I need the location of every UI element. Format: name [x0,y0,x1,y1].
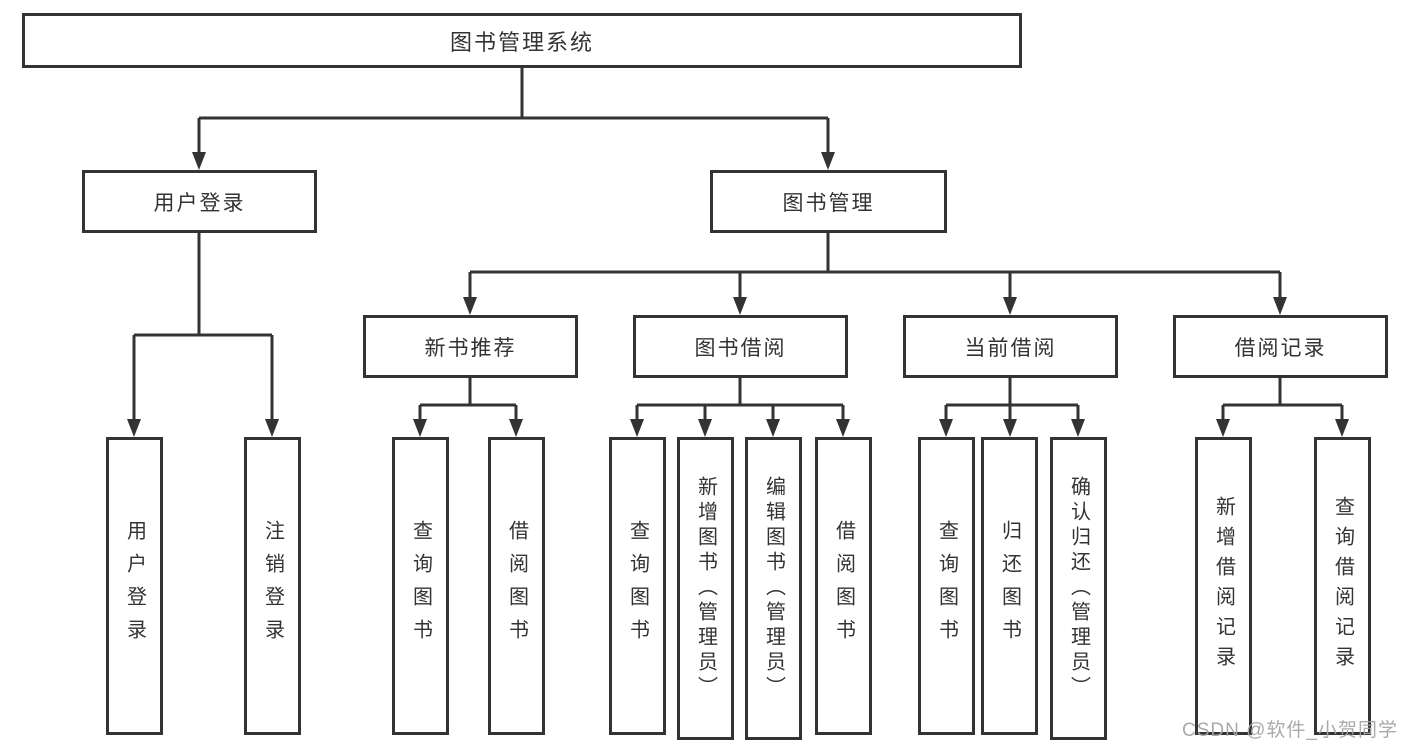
leaf-add-borrow-record: 新增借阅记录 [1195,437,1252,735]
leaf-query-books-recommend: 查询图书 [392,437,449,735]
leaf-query-borrow-record: 查询借阅记录 [1314,437,1371,735]
node-label: 图书管理 [782,191,875,215]
csdn-watermark: CSDN @软件_小贺同学 [1182,720,1398,741]
node-label: 查询图书 [935,520,958,652]
leaf-borrow-books-recommend: 借阅图书 [488,437,545,735]
node-label: 当前借阅 [964,336,1057,360]
node-user-login: 用户登录 [82,170,317,233]
leaf-add-book-admin: 新增图书（管理员） [677,437,734,740]
leaf-query-books-current: 查询图书 [918,437,975,735]
node-label: 新书推荐 [424,336,517,360]
node-current-borrowing: 当前借阅 [903,315,1118,378]
node-label: 新增图书（管理员） [694,476,717,701]
node-label: 查询图书 [626,520,649,652]
arrowhead-icons [127,152,1349,437]
leaf-user-login: 用户登录 [106,437,163,735]
node-label: 新增借阅记录 [1212,496,1235,676]
node-label: 图书借阅 [694,336,787,360]
node-new-book-recommendation: 新书推荐 [363,315,578,378]
node-label: 借阅图书 [832,520,855,652]
node-label: 借阅图书 [505,520,528,652]
node-label: 注销登录 [261,520,284,652]
leaf-logout: 注销登录 [244,437,301,735]
node-label: 归还图书 [998,520,1021,652]
node-borrowing-records: 借阅记录 [1173,315,1388,378]
leaf-edit-book-admin: 编辑图书（管理员） [745,437,802,740]
node-label: 查询图书 [409,520,432,652]
node-label: 借阅记录 [1234,336,1327,360]
node-label: 图书管理系统 [449,29,594,55]
leaf-confirm-return-admin: 确认归还（管理员） [1050,437,1107,740]
leaf-return-book: 归还图书 [981,437,1038,735]
node-label: 用户登录 [123,520,146,652]
node-book-borrowing: 图书借阅 [633,315,848,378]
leaf-query-books-borrowing: 查询图书 [609,437,666,735]
node-library-management-system: 图书管理系统 [22,13,1022,68]
tree-edges [132,68,1344,420]
leaf-borrow-books: 借阅图书 [815,437,872,735]
node-label: 查询借阅记录 [1331,496,1354,676]
node-label: 确认归还（管理员） [1067,476,1090,701]
node-label: 编辑图书（管理员） [762,476,785,701]
node-book-management: 图书管理 [710,170,947,233]
node-label: 用户登录 [153,191,246,215]
